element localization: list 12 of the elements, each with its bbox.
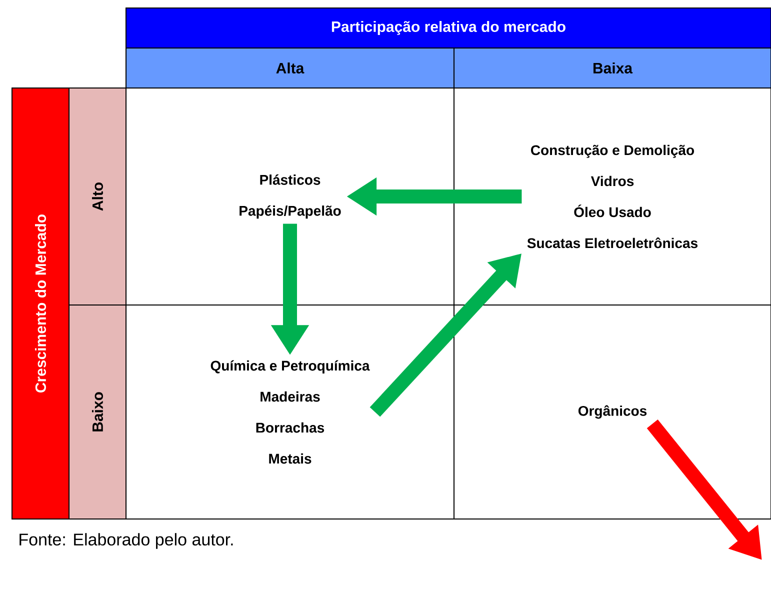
cell-text: Química e Petroquímica Madeiras Borrachas Metais bbox=[210, 360, 370, 464]
row-header: Baixo bbox=[68, 304, 126, 520]
column-header: Baixa bbox=[454, 48, 771, 88]
cell-text: Orgânicos bbox=[578, 405, 647, 419]
side-header: Crescimento do Mercado bbox=[12, 88, 70, 520]
caption: Fonte: Elaborado pelo autor. bbox=[20, 533, 233, 549]
node-label: Baixa bbox=[593, 62, 633, 74]
column-header: Alta bbox=[126, 48, 454, 88]
header-bar: Participação relativa do mercado bbox=[126, 8, 771, 48]
cell-text: Construção e Demolição Vidros Óleo Usado Sucatas Eletroeletrônicas bbox=[527, 144, 698, 248]
row-header: Alto bbox=[68, 88, 126, 306]
cell-text: Plásticos Papéis/Papelão bbox=[240, 174, 341, 219]
